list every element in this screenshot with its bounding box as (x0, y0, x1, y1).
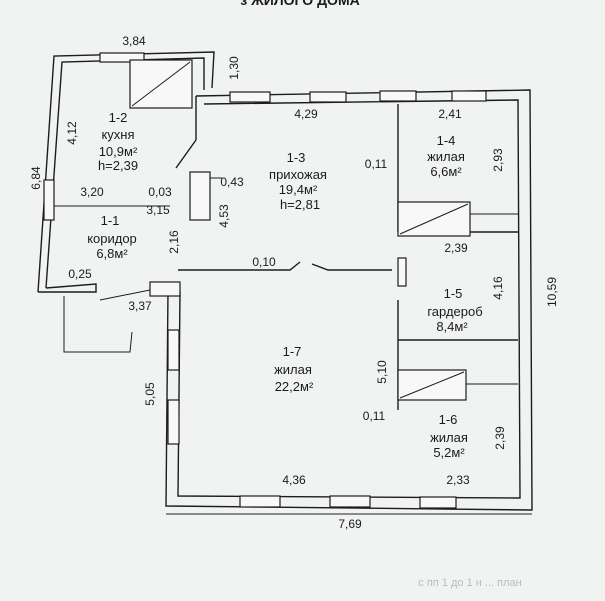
chimney-block (189, 171, 211, 221)
outer-wall-main (165, 89, 533, 511)
dim-total-width: 7,69 (338, 517, 362, 531)
room-area-1-4: 6,6м² (430, 164, 462, 179)
room-height-1-2: h=2,39 (98, 158, 138, 173)
room-area-1-6: 5,2м² (433, 445, 465, 460)
dim-living-left: 5,05 (143, 382, 157, 406)
window-kitchen-left (43, 179, 55, 221)
window-kitchen-top (99, 52, 145, 63)
window-bottom-3 (419, 496, 457, 509)
dim-room6-bottom: 2,33 (446, 473, 470, 487)
dim-entry-width: 3,37 (128, 299, 152, 313)
dim-room6-wall: 0,11 (363, 409, 386, 423)
dim-living-bottom: 4,36 (282, 473, 306, 487)
room-number-1-7: 1-7 (283, 344, 302, 359)
dim-corridor-wall: 0,25 (68, 267, 92, 281)
outer-wall-bottom-left (38, 283, 97, 293)
room-height-1-3: h=2,81 (280, 197, 320, 212)
room-name-1-7: жилая (274, 362, 312, 377)
room-area-1-5: 8,4м² (436, 319, 468, 334)
dim-corridor-width: 3,20 (80, 185, 104, 199)
corridor-entry-block (149, 281, 181, 297)
room-number-1-2: 1-2 (109, 110, 128, 125)
dim-chimney: 0,43 (220, 175, 244, 189)
dim-chimney-height: 4,53 (217, 204, 231, 228)
room-area-1-7: 22,2м² (275, 379, 314, 394)
partition-post (397, 257, 407, 287)
room-name-1-1: коридор (87, 231, 137, 246)
room-number-1-3: 1-3 (287, 150, 306, 165)
window-top-1 (229, 91, 271, 103)
porch-outline (63, 296, 133, 353)
dim-room4-top: 2,41 (438, 107, 462, 121)
hall-partition-right (311, 263, 392, 271)
room-number-1-1: 1-1 (101, 213, 120, 228)
dim-wardrobe-height: 4,16 (491, 276, 505, 300)
room4-stove-diagonal (399, 203, 469, 235)
dim-room4-wall: 0,11 (365, 157, 388, 171)
dim-room4-height: 2,93 (491, 148, 505, 172)
window-top-4 (451, 90, 487, 102)
dim-corridor-height: 2,16 (167, 230, 181, 254)
room-name-1-3: прихожая (269, 167, 327, 182)
window-bottom-2 (329, 495, 371, 508)
window-left-1 (167, 329, 180, 371)
room-area-1-1: 6,8м² (96, 246, 128, 261)
room-number-1-5: 1-5 (444, 286, 463, 301)
room-number-1-6: 1-6 (439, 412, 458, 427)
header-fragment: з ЖИЛОГО ДОМА (240, 0, 359, 8)
dim-kitchen-left: 4,12 (65, 121, 79, 145)
dim-room6-height-mid: 5,10 (375, 360, 389, 384)
dim-room6-side: 2,39 (493, 426, 507, 450)
room-name-1-6: жилая (430, 430, 468, 445)
kitchen-door-swing (175, 139, 197, 169)
room6-stove-diagonal (399, 371, 465, 399)
dim-left-outer: 6,84 (29, 166, 43, 190)
dim-porch-top: 1,30 (227, 56, 241, 80)
window-top-2 (309, 91, 347, 103)
dim-partition: 0,10 (252, 255, 276, 269)
dim-hall-top: 4,29 (294, 107, 318, 121)
room-name-1-5: гардероб (427, 304, 482, 319)
stove-diagonal (131, 61, 191, 107)
room-name-1-2: кухня (101, 127, 134, 142)
hall-partition-left (178, 261, 301, 271)
room-area-1-3: 19,4м² (279, 182, 318, 197)
window-bottom-1 (239, 495, 281, 508)
dim-right-outer: 10,59 (545, 277, 559, 307)
dim-kitchen-top: 3,84 (122, 34, 146, 48)
room-name-1-4: жилая (427, 149, 465, 164)
dim-stove-width: 0,03 (148, 185, 172, 199)
corridor-door (99, 289, 151, 301)
window-top-3 (379, 90, 417, 102)
window-left-2 (167, 399, 180, 445)
footer-fragment: с пп 1 до 1 н ... план (418, 577, 521, 589)
room-area-1-2: 10,9м² (99, 144, 138, 159)
dim-room4-bottom: 2,39 (444, 241, 468, 255)
room-number-1-4: 1-4 (437, 133, 456, 148)
dim-corridor-inner: 3,15 (146, 203, 170, 217)
